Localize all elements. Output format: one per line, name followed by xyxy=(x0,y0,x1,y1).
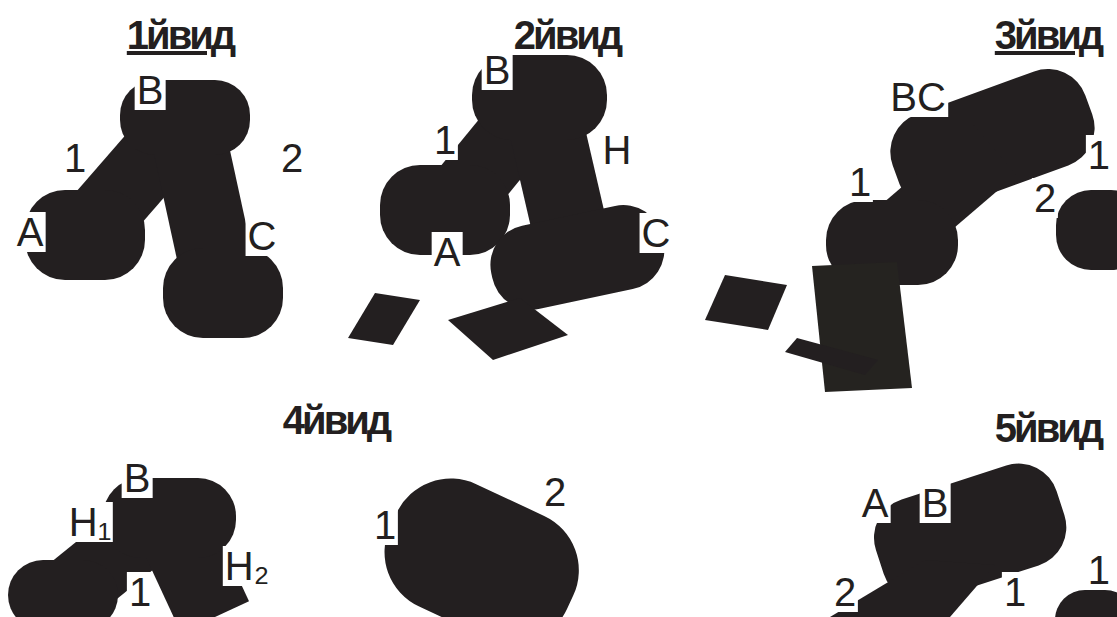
part-label: A xyxy=(860,483,891,523)
part-label: 1 xyxy=(432,120,458,160)
part-label: 2 xyxy=(542,472,568,512)
part-label: 1 xyxy=(847,162,873,202)
part-label: H₁ xyxy=(67,502,113,542)
part-label: 2 xyxy=(279,138,305,178)
part-label: 1 xyxy=(1002,572,1028,612)
view-title: 2йвид xyxy=(512,15,622,55)
part-label: B xyxy=(920,483,951,523)
part-label: 1 xyxy=(372,505,398,545)
part-label: B xyxy=(135,70,166,110)
view-title: 4йвид xyxy=(281,400,391,440)
part-label: B xyxy=(482,50,513,90)
part-label: 1 xyxy=(1086,135,1112,175)
part-label: 2 xyxy=(1032,178,1058,218)
view-title: 5йвид xyxy=(993,408,1103,448)
part-label: 1 xyxy=(62,138,88,178)
part-label: H xyxy=(601,130,634,170)
view-title: 3йвид xyxy=(993,15,1103,55)
part-label: B xyxy=(122,458,153,498)
part-label: 1 xyxy=(127,572,153,612)
part-label: 1 xyxy=(1086,550,1112,590)
part-label: A xyxy=(432,232,463,272)
part-label: 2 xyxy=(832,572,858,612)
view-title: 1йвид xyxy=(125,15,235,55)
part-label: A xyxy=(15,212,46,252)
part-label: H₂ xyxy=(223,546,271,586)
part-label: BC xyxy=(888,77,948,117)
part-label: C xyxy=(246,216,279,256)
part-label: C xyxy=(640,213,673,253)
